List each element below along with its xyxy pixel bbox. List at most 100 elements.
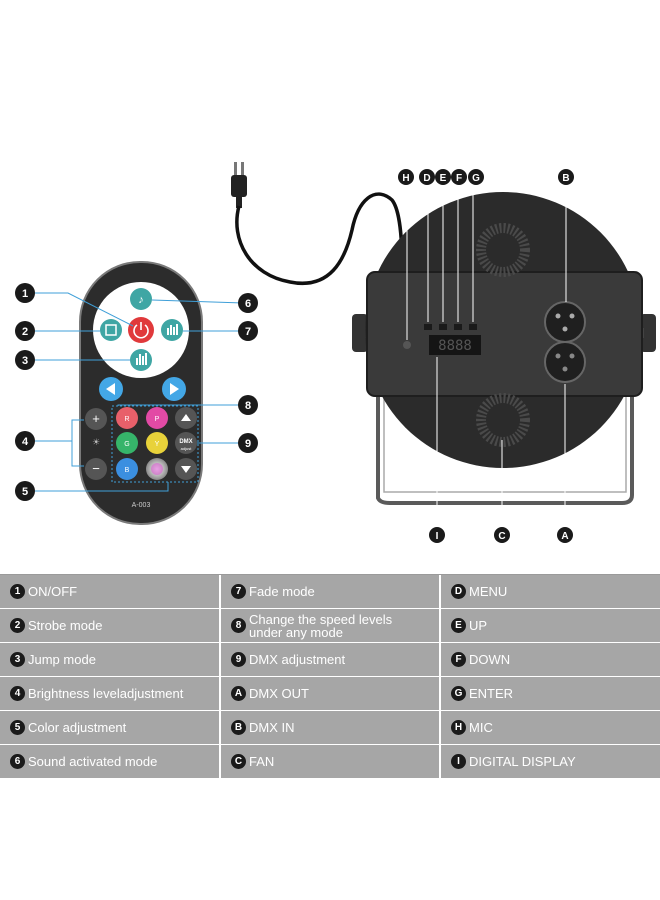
callout-G-label: G (472, 173, 480, 184)
legend-badge: 2 (10, 618, 25, 633)
light-callout-lines (406, 185, 567, 525)
legend-badge: D (451, 584, 466, 599)
legend-text: MIC (469, 720, 493, 735)
music-note-icon: ♪ (138, 294, 144, 306)
legend-badge: A (231, 686, 246, 701)
legend-badge: I (451, 754, 466, 769)
display-digits-icon: 8888 (438, 338, 472, 354)
dmx-button-label: DMX (179, 439, 192, 445)
jump-bars-icon (136, 353, 147, 365)
power-icon (133, 324, 149, 339)
legend-badge: C (231, 754, 246, 769)
callout-A: A (557, 527, 573, 543)
color-red-label: R (124, 416, 129, 423)
down-button[interactable] (454, 324, 462, 330)
callout-9-label: 9 (245, 438, 251, 450)
legend-badge: 7 (231, 584, 246, 599)
brightness-down-button[interactable] (85, 458, 107, 480)
up-button[interactable] (439, 324, 447, 330)
up-arrow-icon (181, 414, 191, 421)
legend-badge: E (451, 618, 466, 633)
dmx-out-socket (544, 341, 586, 383)
legend-text: DMX adjustment (249, 652, 346, 667)
callout-9: 9 (238, 433, 258, 453)
callout-C-label: C (498, 531, 505, 542)
callout-B-label: B (562, 173, 569, 184)
callout-8: 8 (238, 395, 258, 415)
rgb-wheel-icon (151, 463, 163, 475)
top-fan-vent (476, 223, 530, 277)
callout-H-label: H (402, 173, 409, 184)
legend-badge: 9 (231, 652, 246, 667)
legend-badge: G (451, 686, 466, 701)
menu-button[interactable] (424, 324, 432, 330)
legend-text: DMX IN (249, 720, 295, 735)
strobe-button[interactable] (100, 319, 122, 341)
brightness-up-button[interactable] (85, 408, 107, 430)
callout-1: 1 (15, 283, 35, 303)
minus-icon: − (92, 461, 100, 476)
legend-badge: 1 (10, 584, 25, 599)
legend-text: Strobe mode (28, 618, 103, 633)
legend-badge: B (231, 720, 246, 735)
color-pink-button[interactable] (146, 407, 168, 429)
left-arrow-icon (106, 383, 115, 395)
digital-display (429, 335, 481, 355)
power-cord (231, 162, 404, 286)
callout-6: 6 (238, 293, 258, 313)
legend-badge: 4 (10, 686, 25, 701)
right-arrow-icon (170, 383, 179, 395)
legend-text: Sound activated mode (28, 754, 158, 769)
power-cable (235, 192, 404, 286)
sound-mode-button[interactable] (130, 288, 152, 310)
color-red-button[interactable] (116, 407, 138, 429)
callout-3: 3 (15, 350, 35, 370)
callout-1-label: 1 (22, 288, 28, 300)
callout-A-label: A (561, 531, 568, 542)
down-arrow-icon (181, 466, 191, 473)
dmx-adjust-button[interactable] (175, 432, 197, 454)
legend-badge: H (451, 720, 466, 735)
color-blue-label: B (125, 467, 130, 474)
mic-hole (403, 341, 411, 349)
color-blue-button[interactable] (116, 458, 138, 480)
legend-text: DMX OUT (249, 686, 309, 701)
callout-I: I (429, 527, 445, 543)
callout-6-label: 6 (245, 298, 251, 310)
callout-7-label: 7 (245, 326, 251, 338)
color-yellow-button[interactable] (146, 432, 168, 454)
callout-4-label: 4 (22, 436, 29, 448)
callout-8-label: 8 (245, 400, 251, 412)
color-green-button[interactable] (116, 432, 138, 454)
callout-2: 2 (15, 321, 35, 341)
legend-text: DIGITAL DISPLAY (469, 754, 576, 769)
remote-control: ♪ + ☀ − R P G Y B (79, 261, 203, 525)
brightness-sun-icon: ☀ (92, 437, 100, 447)
callout-I-label: I (436, 531, 439, 542)
enter-button[interactable] (469, 324, 477, 330)
plus-icon: + (92, 411, 100, 426)
legend-text: ON/OFF (28, 584, 78, 599)
bottom-fan-vent (476, 393, 530, 447)
legend-text: ENTER (469, 686, 514, 701)
plug-icon (231, 175, 247, 197)
callout-D-label: D (423, 173, 430, 184)
product-diagram: ♪ + ☀ − R P G Y B (15, 162, 656, 543)
color-yellow-label: Y (155, 441, 160, 448)
